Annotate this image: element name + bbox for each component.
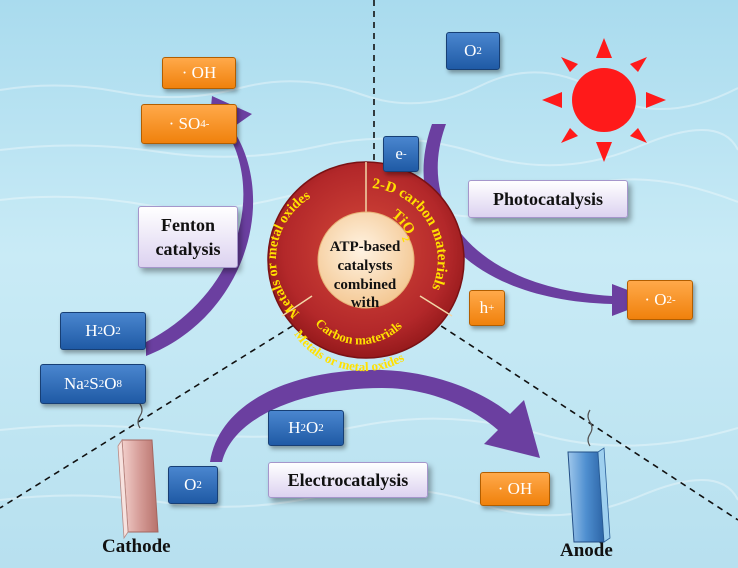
wire-icon	[587, 409, 593, 447]
anode-label: Anode	[560, 540, 613, 561]
oh-radical-box-fenton: · OH	[162, 57, 236, 89]
electrocatalysis-label: Electrocatalysis	[268, 462, 428, 498]
cathode-label: Cathode	[102, 536, 171, 557]
electron-box: e-	[383, 136, 419, 172]
photocatalysis-label: Photocatalysis	[468, 180, 628, 218]
oh-radical-box-electro: · OH	[480, 472, 550, 506]
sun-icon	[542, 38, 666, 162]
photocatalysis-arrow	[423, 124, 654, 316]
section-dividers	[0, 0, 738, 521]
center-line-3: combined	[333, 276, 397, 293]
anode-electrode-icon	[567, 409, 611, 543]
fenton-arrow	[146, 96, 254, 356]
arrows	[146, 96, 654, 462]
center-line-2: catalysts	[337, 257, 393, 274]
center-line-4: with	[350, 295, 380, 312]
center-ring	[267, 161, 465, 359]
electrocatalysis-arrow	[210, 369, 540, 462]
center-label: ATP-based catalysts combined with	[305, 238, 425, 313]
cathode-electrode-icon	[117, 391, 159, 540]
center-line-1: ATP-based	[329, 239, 401, 255]
hole-box: h+	[469, 290, 505, 326]
fenton-catalysis-label: Fenton catalysis	[138, 206, 238, 268]
